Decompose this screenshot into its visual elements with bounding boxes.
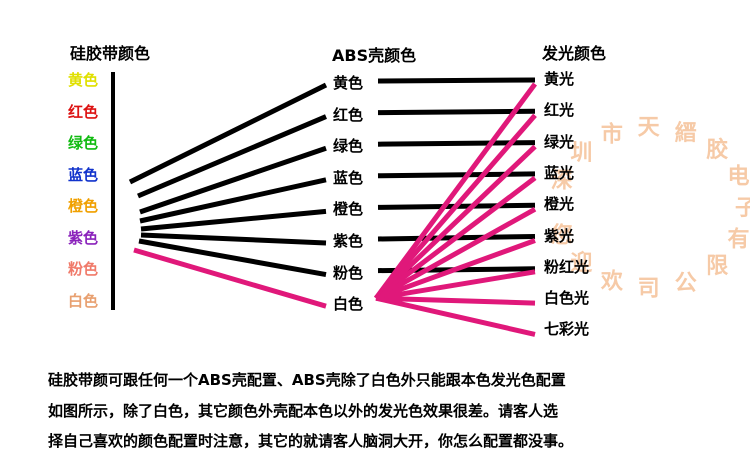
- shell-color-4: 蓝色: [333, 168, 364, 187]
- strap-color-6: 紫色: [68, 228, 99, 247]
- light-color-6: 紫光: [544, 226, 575, 245]
- shell-color-header: ABS壳颜色: [332, 46, 417, 65]
- strap-color-8: 白色: [68, 291, 99, 310]
- strap-to-shell-line-6: [140, 232, 327, 246]
- strap-color-7: 粉色: [68, 260, 99, 278]
- strap-color-3: 绿色: [68, 134, 99, 152]
- strap-color-4: 蓝色: [68, 165, 99, 184]
- strap-to-shell-line-2: [137, 114, 327, 199]
- strap-color-header: 硅胶带颜色: [70, 44, 151, 63]
- light-color-8: 白色光: [544, 289, 590, 308]
- shell-to-light-line-1: [377, 77, 536, 84]
- white-shell-to-light-line-6: [375, 238, 536, 301]
- shell-color-5: 橙色: [333, 200, 364, 219]
- strap-color-2: 红色: [68, 102, 99, 121]
- shell-color-7: 粉色: [333, 263, 364, 282]
- shell-to-light-line-2: [377, 108, 536, 116]
- shell-color-1: 黄色: [333, 74, 364, 92]
- description-line-2: 如图所示，除了白色，其它颜色外壳配本色以外的发光色效果很差。请客人选: [48, 402, 559, 420]
- strap-color-5: 橙色: [68, 197, 99, 215]
- light-color-9: 七彩光: [544, 320, 590, 339]
- light-color-5: 橙光: [544, 195, 575, 214]
- white-shell-to-light-line-5: [374, 207, 537, 301]
- strap-to-shell-line-3: [139, 145, 327, 215]
- description-line-3: 择自己喜欢的颜色配置时注意，其它的就请客人脑洞大开，你怎么配置都没事。: [48, 432, 574, 450]
- strap-to-shell-line-7: [138, 238, 327, 278]
- watermark-text: 深圳市天縉胶电子有限公司欢迎您: [551, 115, 750, 301]
- white-shell-to-light-line-4: [374, 175, 537, 301]
- shell-color-2: 红色: [333, 105, 364, 124]
- shell-color-8: 白色: [333, 295, 364, 314]
- white-shell-to-light-line-2: [374, 113, 537, 300]
- strap-to-shell-line-4: [139, 177, 327, 224]
- light-color-7: 粉红光: [544, 257, 590, 276]
- description-line-1: 硅胶带颜可跟任何一个ABS壳配置、ABS壳除了白色外只能跟本色发光色配置: [48, 371, 566, 389]
- shell-color-6: 紫色: [333, 232, 364, 250]
- white-shell-to-light-line-9: [375, 295, 536, 337]
- light-color-3: 绿光: [544, 132, 575, 151]
- white-shell-to-light-line-8: [375, 295, 536, 306]
- strap-to-shell-line-1: [128, 82, 328, 185]
- light-color-4: 蓝光: [544, 163, 575, 182]
- shell-color-3: 绿色: [333, 137, 364, 156]
- light-color-2: 红光: [544, 101, 575, 120]
- strap-to-shell-line-5: [140, 208, 327, 232]
- strap-to-shell-line-white: [133, 247, 327, 309]
- strap-divider-bar: [111, 72, 115, 310]
- white-shell-to-light-line-3: [374, 144, 537, 301]
- light-color-header: 发光颜色: [542, 44, 607, 63]
- white-shell-to-light-line-1: [373, 82, 538, 300]
- light-color-1: 黄光: [544, 70, 575, 88]
- strap-color-1: 黄色: [68, 71, 99, 89]
- white-shell-to-light-line-7: [375, 269, 536, 301]
